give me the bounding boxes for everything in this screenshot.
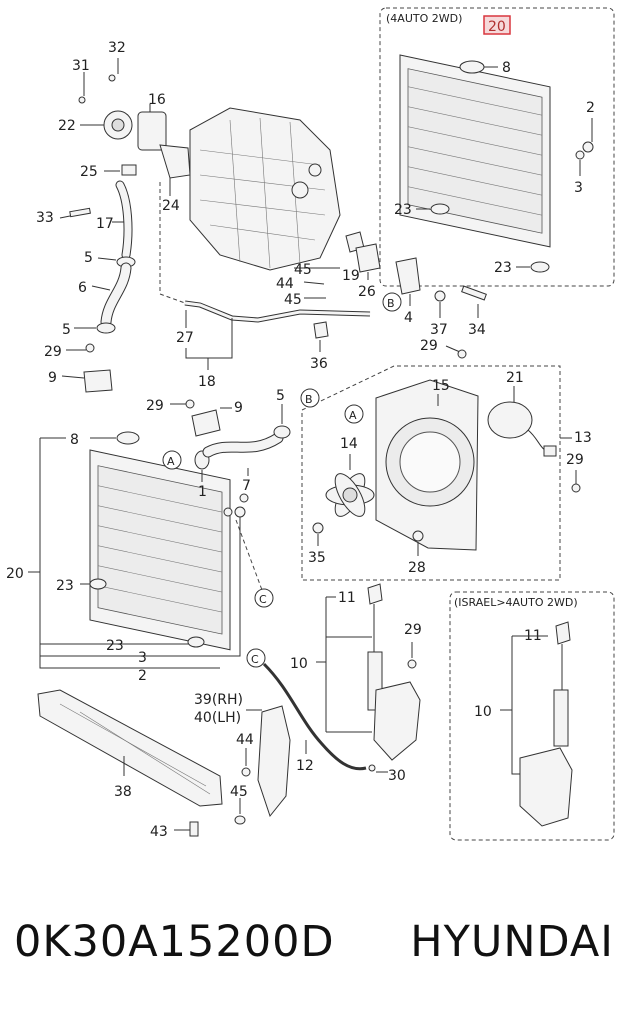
- ref-c-tube: C: [251, 653, 259, 666]
- callout-1: 1: [198, 484, 207, 500]
- callout-23-top-a: 23: [394, 202, 412, 218]
- callout-24: 24: [162, 198, 180, 214]
- callout-23-top-b: 23: [494, 260, 512, 276]
- israel-label: (ISRAEL>4AUTO 2WD): [454, 596, 578, 609]
- callout-22: 22: [58, 118, 76, 134]
- callout-13: 13: [574, 430, 592, 446]
- callout-23-main-b: 23: [106, 638, 124, 654]
- callout-42: 43: [150, 824, 168, 840]
- callout-45-a: 45: [294, 262, 312, 278]
- callout-4: 4: [404, 310, 413, 326]
- ref-c-radiator: C: [259, 593, 267, 606]
- callout-38: 38: [114, 784, 132, 800]
- callout-3-top: 3: [574, 180, 583, 196]
- auto-2wd-label: (4AUTO 2WD): [386, 12, 462, 25]
- reservoir-tube-israel: [553, 689, 569, 747]
- callout-30: 30: [388, 768, 406, 784]
- engine-block: [189, 107, 341, 271]
- callout-31: 31: [72, 58, 90, 74]
- callout-29-a: 29: [44, 344, 62, 360]
- label-rh: 39(RH): [194, 692, 243, 708]
- callout-16: 16: [148, 92, 166, 108]
- highlight-box[interactable]: [483, 15, 511, 35]
- callout-5-a: 5: [84, 250, 93, 266]
- callout-6: 6: [78, 280, 87, 296]
- main-radiator: [89, 449, 231, 651]
- callout-25: 25: [80, 164, 98, 180]
- radiator-cap: [459, 60, 485, 74]
- ref-a-radiator: A: [167, 455, 175, 468]
- callout-43: 45: [230, 784, 248, 800]
- callout-44: 44: [276, 276, 294, 292]
- fan-blade: [325, 473, 375, 517]
- callout-26: 26: [358, 284, 376, 300]
- callout-21: 21: [506, 370, 524, 386]
- callout-2-top: 2: [586, 100, 595, 116]
- brand-name: HYUNDAI: [410, 917, 614, 967]
- callout-41: 44: [236, 732, 254, 748]
- callout-20-highlighted[interactable]: 20: [488, 19, 506, 35]
- callout-9-a: 9: [48, 370, 57, 386]
- callout-15: 15: [432, 378, 450, 394]
- callout-29-e: 29: [404, 622, 422, 638]
- callout-28: 28: [408, 560, 426, 576]
- fan-shroud: [375, 379, 479, 551]
- callout-29-b: 29: [420, 338, 438, 354]
- callout-7: 7: [242, 478, 251, 494]
- callout-19: 19: [342, 268, 360, 284]
- callout-32: 32: [108, 40, 126, 56]
- callout-35: 35: [308, 550, 326, 566]
- radiator-top: [399, 54, 551, 248]
- callout-5-b: 5: [62, 322, 71, 338]
- callout-45-b: 45: [284, 292, 302, 308]
- label-lh: 40(LH): [194, 710, 241, 726]
- callout-8-main: 8: [70, 432, 79, 448]
- callout-5-c: 5: [276, 388, 285, 404]
- callout-14: 14: [340, 436, 358, 452]
- callout-3-main: 3: [138, 650, 147, 666]
- overflow-tube-12: [262, 662, 367, 771]
- callout-18: 18: [198, 374, 216, 390]
- auto-2wd-box: [379, 7, 615, 287]
- callout-37: 37: [430, 322, 448, 338]
- callout-10-a: 10: [290, 656, 308, 672]
- lower-deflector: [37, 689, 223, 807]
- parts-diagram: (4AUTO 2WD) 20 8 2 3 23 23: [6, 7, 615, 841]
- part-number: 0K30A15200D: [14, 917, 335, 967]
- callout-29-d: 29: [146, 398, 164, 414]
- callout-34: 34: [468, 322, 486, 338]
- callout-12: 12: [296, 758, 314, 774]
- ref-b-hose: B: [305, 393, 313, 406]
- footer: 0K30A15200D HYUNDAI: [14, 912, 614, 972]
- ref-a-fan: A: [349, 409, 357, 422]
- reservoir-tank-israel: [519, 747, 573, 827]
- air-guard: [257, 705, 291, 818]
- callout-9-b: 9: [234, 400, 243, 416]
- fan-motor: [487, 401, 557, 457]
- callout-17: 17: [96, 216, 114, 232]
- callout-11-a: 11: [338, 590, 356, 606]
- ref-b-engine: B: [387, 297, 395, 310]
- callout-8: 8: [502, 60, 511, 76]
- callout-33: 33: [36, 210, 54, 226]
- callout-10-b: 10: [474, 704, 492, 720]
- callout-20-main: 20: [6, 566, 24, 582]
- callout-2-main: 2: [138, 668, 147, 684]
- callout-29-c: 29: [566, 452, 584, 468]
- callout-23-main-a: 23: [56, 578, 74, 594]
- reservoir-tank: [373, 681, 421, 761]
- callout-27: 27: [176, 330, 194, 346]
- callout-36: 36: [310, 356, 328, 372]
